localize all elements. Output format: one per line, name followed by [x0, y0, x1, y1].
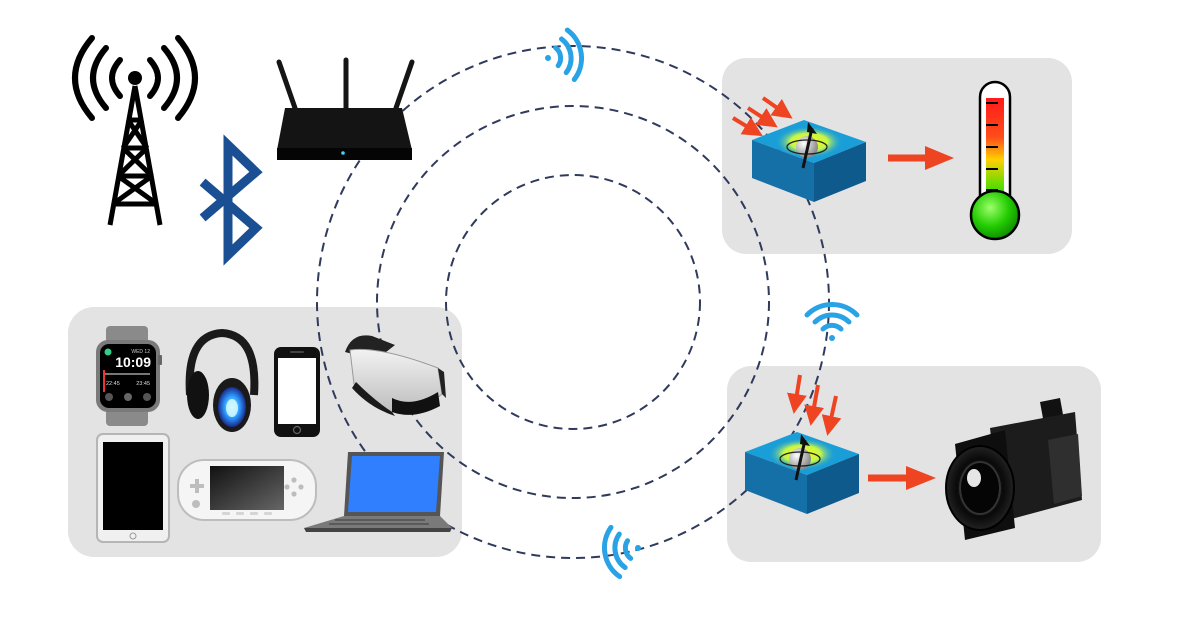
signal-rings — [316, 45, 830, 559]
output-arrow — [888, 146, 954, 170]
video-camera-icon — [945, 398, 1082, 540]
inner-ring — [445, 174, 701, 430]
middle-ring — [376, 105, 770, 499]
incident-wave-arrows — [787, 374, 842, 436]
watch-time: 10:09 — [115, 354, 151, 370]
wifi-router-icon — [276, 57, 415, 160]
watch-left-value: 22:45 — [106, 381, 120, 387]
smartwatch-icon: WED 12 10:09 22:45 23:45 — [96, 326, 162, 426]
spin-sensor-cube-icon — [745, 432, 859, 514]
wifi-signal-icon — [602, 524, 641, 580]
wifi-signal-icon — [545, 27, 585, 83]
watch-date: WED 12 — [131, 349, 150, 355]
vr-headset-icon — [345, 335, 446, 416]
spin-sensor-cube-icon — [752, 120, 866, 202]
output-arrow — [868, 466, 936, 490]
radio-tower-icon — [72, 35, 198, 226]
watch-right-value: 23:45 — [136, 381, 150, 387]
tablet-icon — [96, 433, 170, 543]
thermometer-icon — [969, 80, 1021, 241]
headphones-icon — [185, 328, 259, 432]
bluetooth-icon — [199, 134, 263, 266]
smartphone-icon — [274, 347, 320, 437]
handheld-console-icon — [177, 459, 317, 521]
wifi-signal-icon — [804, 302, 860, 341]
laptop-icon — [304, 452, 452, 532]
incident-wave-arrows — [731, 96, 793, 137]
outer-ring — [316, 45, 830, 559]
